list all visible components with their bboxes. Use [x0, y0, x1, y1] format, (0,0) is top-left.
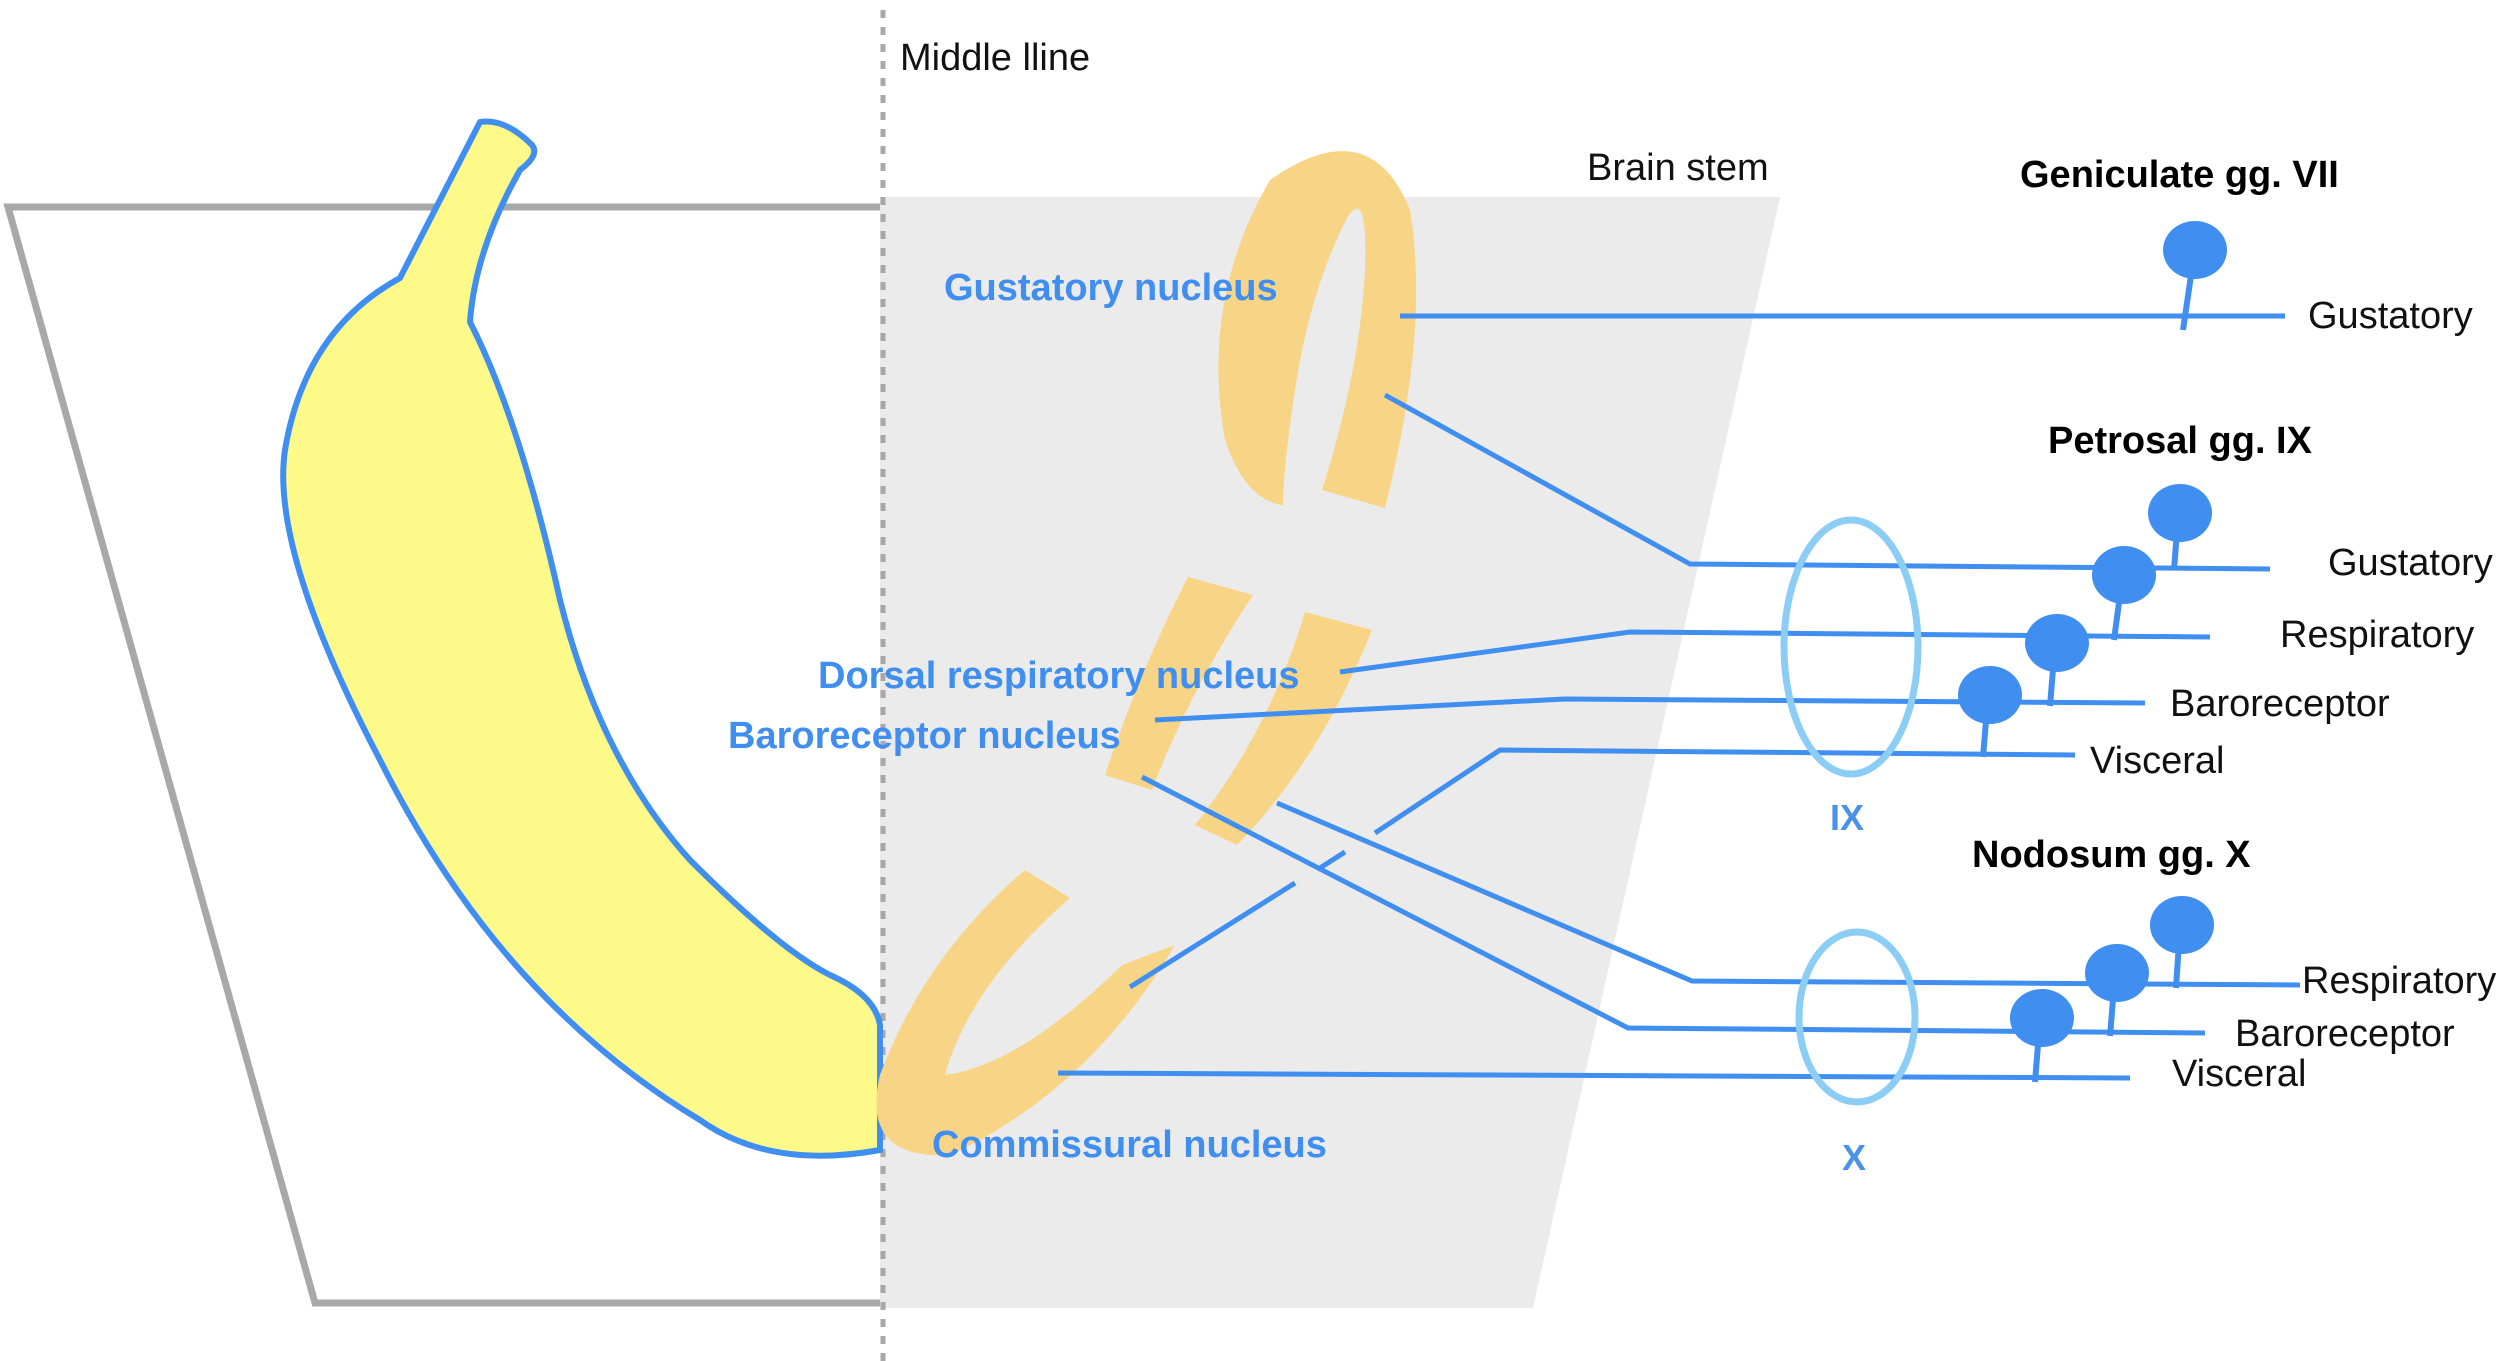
fiber-label-gustatory-vii: Gustatory [2308, 295, 2473, 337]
fiber-label-visceral-ix: Visceral [2090, 740, 2224, 782]
ganglion-cell [1958, 666, 2022, 724]
brainstem-label: Brain stem [1587, 147, 1769, 189]
respiratory-nucleus-arc-right [1195, 612, 1372, 845]
fiber-label-baroreceptor-ix: Baroreceptor [2170, 683, 2390, 725]
fiber-label-visceral-x: Visceral [2172, 1053, 2306, 1095]
fiber-visceral-ix-b [1318, 849, 1347, 871]
fiber-visceral-x [1057, 1070, 2131, 1081]
baroreceptor-nucleus-label: Baroreceptor nucleus [728, 715, 1121, 757]
nerve-x-label: X [1842, 1137, 1866, 1178]
fiber-gustatory-ix [1383, 392, 2271, 572]
geniculate-ganglion-title: Geniculate gg. VII [2020, 154, 2339, 196]
fiber-label-respiratory-ix: Respiratory [2280, 614, 2474, 656]
banana-shape [280, 118, 883, 1159]
nerve-x-ring [1795, 928, 1919, 1106]
midline-label: Middle lline [900, 37, 1090, 79]
fiber-respiratory-ix [1339, 629, 2211, 675]
ganglion-cells [1958, 221, 2227, 1083]
commissural-nucleus-arc [876, 870, 1175, 1156]
petrosal-ganglion-title: Petrosal gg. IX [2048, 420, 2313, 462]
gustatory-nucleus-arc [1218, 151, 1417, 509]
commissural-nucleus-label: Commissural nucleus [932, 1124, 1327, 1166]
fiber-label-gustatory-ix: Gustatory [2328, 542, 2493, 584]
ganglion-cell [2163, 221, 2227, 279]
ganglion-cell [2150, 896, 2214, 954]
fiber-visceral-ix [1128, 880, 1297, 990]
fiber-label-baroreceptor-x: Baroreceptor [2235, 1013, 2455, 1055]
fiber-label-respiratory-x: Respiratory [2302, 960, 2496, 1002]
gustatory-nucleus-label: Gustatory nucleus [944, 267, 1278, 309]
ganglion-cell [2148, 484, 2212, 542]
nodosum-ganglion-title: Nodosum gg. X [1972, 834, 2251, 876]
ganglion-cell [2092, 546, 2156, 604]
fiber-baroreceptor-x [1140, 774, 2206, 1036]
fiber-baroreceptor-ix [1154, 696, 2146, 723]
dorsal-respiratory-nucleus-label: Dorsal respiratory nucleus [818, 655, 1300, 697]
ganglion-cell [2025, 614, 2089, 672]
ganglion-cell [2085, 944, 2149, 1002]
nerve-ix-label: IX [1830, 797, 1864, 838]
nerve-ix-ring [1780, 516, 1922, 778]
respiratory-nucleus-arc-left [1105, 577, 1253, 790]
ganglion-cell [2010, 989, 2074, 1047]
